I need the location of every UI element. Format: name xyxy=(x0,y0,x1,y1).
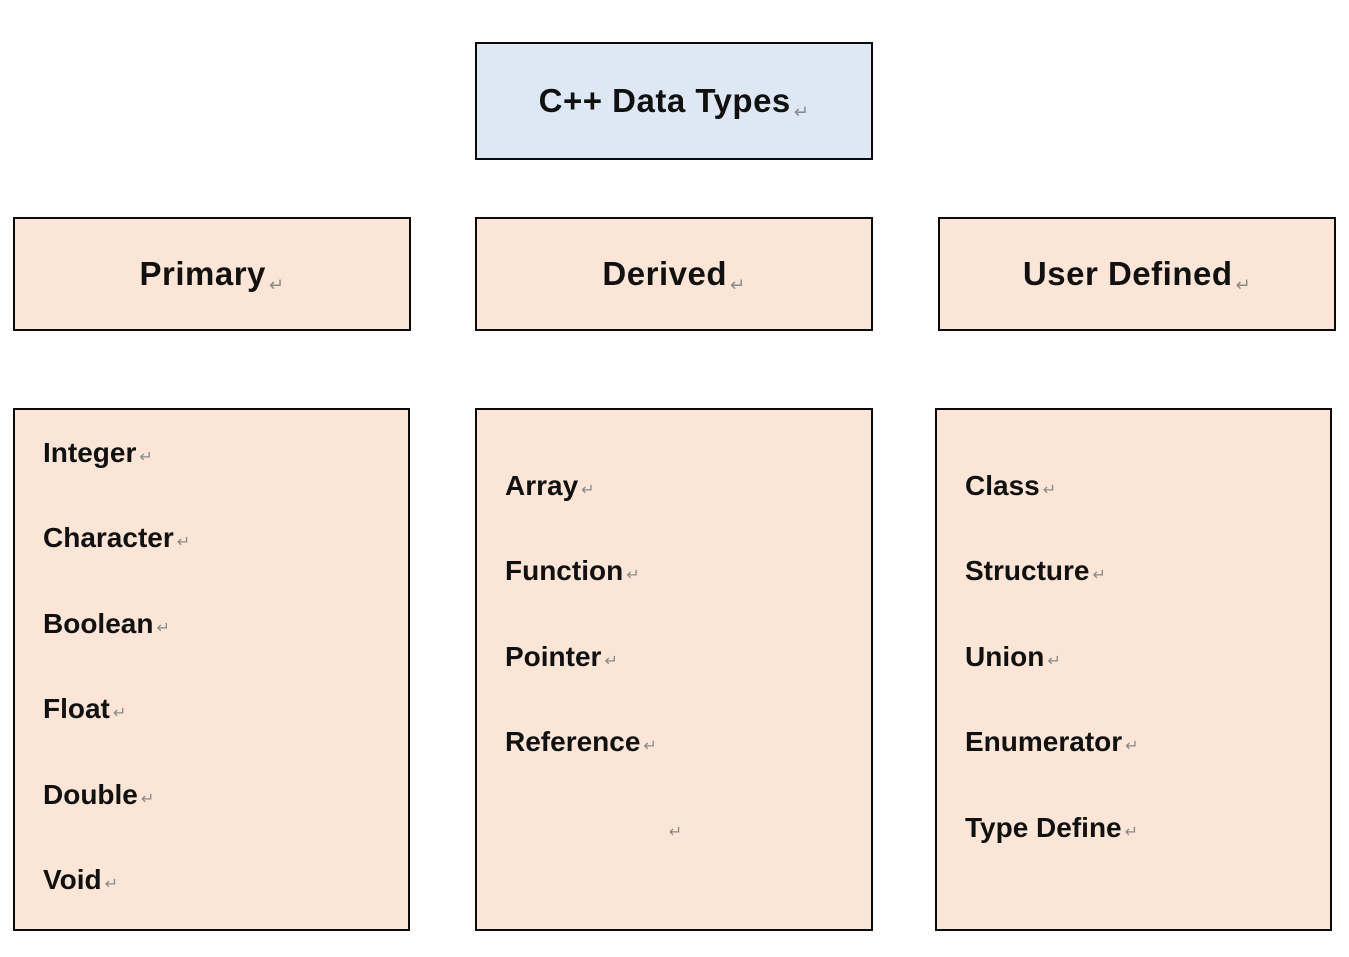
list-box-user-defined: Class↵ Structure↵ Union↵ Enumerator↵ Typ… xyxy=(935,408,1332,931)
list-item-text: Integer xyxy=(43,436,137,468)
header-text-primary: Primary xyxy=(139,255,266,292)
paragraph-mark-icon: ↵ xyxy=(140,790,155,808)
list-box-derived: Array↵ Function↵ Pointer↵ Reference↵ ↵ xyxy=(475,408,873,931)
paragraph-mark-icon: ↵ xyxy=(581,481,595,499)
paragraph-mark-icon: ↵ xyxy=(793,102,810,122)
header-text-derived: Derived xyxy=(602,255,727,292)
list-item: Float↵ xyxy=(15,667,408,753)
paragraph-mark-icon: ↵ xyxy=(268,275,285,295)
paragraph-mark-icon: ↵ xyxy=(1092,567,1106,585)
paragraph-mark-icon: ↵ xyxy=(604,652,618,670)
list-item: Pointer↵ xyxy=(477,614,871,700)
list-item: Function↵ xyxy=(477,529,871,615)
list-item: Double↵ xyxy=(15,752,408,838)
header-box-user-defined: User Defined↵ xyxy=(938,217,1336,331)
list-item: Array↵ xyxy=(477,443,871,529)
list-item: Class↵ xyxy=(937,443,1330,529)
paragraph-mark-icon: ↵ xyxy=(104,876,118,894)
list-item-text: Structure xyxy=(965,555,1090,587)
list-item: Union↵ xyxy=(937,614,1330,700)
list-item: Void↵ xyxy=(15,838,408,924)
list-item-text: Boolean xyxy=(43,607,154,639)
diagram-title: C++ Data Types↵ xyxy=(538,82,810,122)
paragraph-mark-icon: ↵ xyxy=(1042,481,1057,499)
header-text-user-defined: User Defined xyxy=(1022,255,1233,292)
list-item: Integer↵ xyxy=(15,410,408,496)
list-item: Boolean↵ xyxy=(15,581,408,667)
list-item: Character↵ xyxy=(15,496,408,582)
paragraph-mark-icon: ↵ xyxy=(1124,823,1139,841)
list-item-text: Character xyxy=(43,522,174,554)
paragraph-mark-icon: ↵ xyxy=(668,823,683,841)
paragraph-mark-icon: ↵ xyxy=(176,534,191,552)
paragraph-mark-icon: ↵ xyxy=(139,448,153,466)
paragraph-mark-icon: ↵ xyxy=(626,567,640,585)
header-box-derived: Derived↵ xyxy=(475,217,873,331)
header-box-primary: Primary↵ xyxy=(13,217,411,331)
paragraph-mark-icon: ↵ xyxy=(1047,652,1061,670)
title-box: C++ Data Types↵ xyxy=(475,42,873,160)
diagram-title-text: C++ Data Types xyxy=(538,82,791,119)
list-item: Structure↵ xyxy=(937,529,1330,615)
list-item-text: Void xyxy=(43,864,102,896)
list-item-text: Array xyxy=(505,469,579,501)
empty-paragraph-row: ↵ xyxy=(477,785,871,871)
paragraph-mark-icon: ↵ xyxy=(643,738,657,756)
header-label-derived: Derived↵ xyxy=(602,255,746,295)
list-item-text: Float xyxy=(43,693,110,725)
list-item-text: Class xyxy=(965,469,1040,501)
list-item-text: Pointer xyxy=(505,640,602,672)
list-item-text: Function xyxy=(505,555,624,587)
paragraph-mark-icon: ↵ xyxy=(1125,738,1139,756)
list-item: Enumerator↵ xyxy=(937,700,1330,786)
list-item: Type Define↵ xyxy=(937,785,1330,871)
paragraph-mark-icon: ↵ xyxy=(112,705,127,723)
list-box-primary: Integer↵ Character↵ Boolean↵ Float↵ Doub… xyxy=(13,408,410,931)
list-item-text: Reference xyxy=(505,726,641,758)
list-item: Reference↵ xyxy=(477,700,871,786)
header-label-primary: Primary↵ xyxy=(139,255,285,295)
list-item-text: Union xyxy=(965,640,1045,672)
list-item-text: Enumerator xyxy=(965,726,1123,758)
header-label-user-defined: User Defined↵ xyxy=(1022,255,1252,295)
paragraph-mark-icon: ↵ xyxy=(729,275,746,295)
paragraph-mark-icon: ↵ xyxy=(1235,275,1252,295)
list-item-text: Type Define xyxy=(965,811,1122,843)
paragraph-mark-icon: ↵ xyxy=(156,619,170,637)
list-item-text: Double xyxy=(43,778,138,810)
